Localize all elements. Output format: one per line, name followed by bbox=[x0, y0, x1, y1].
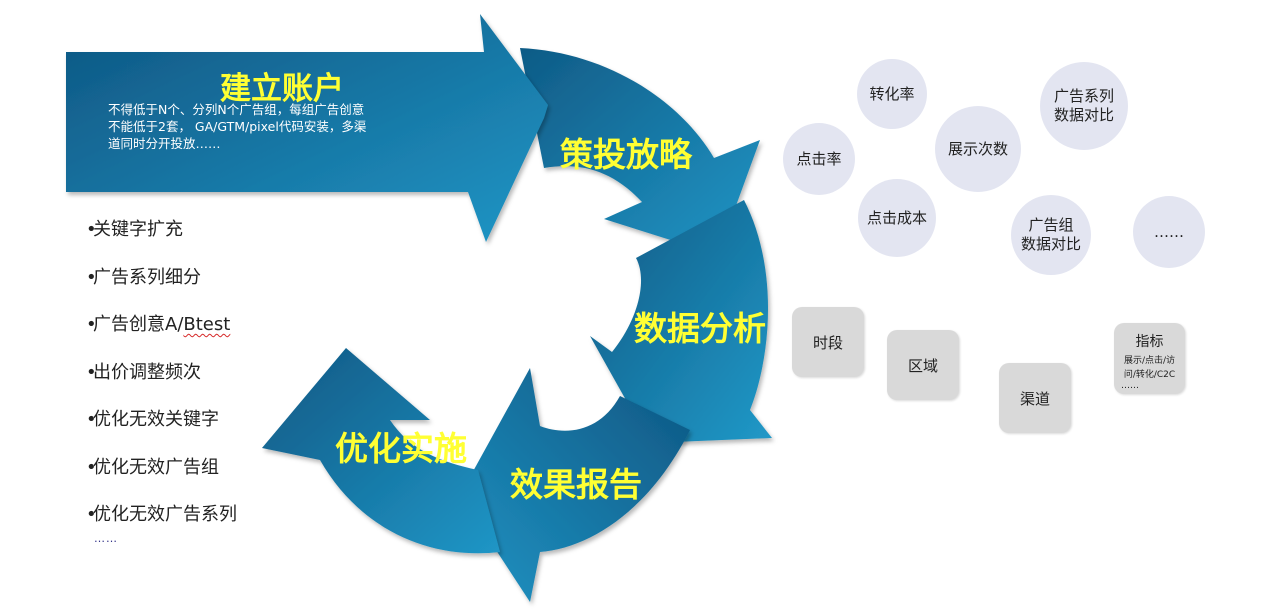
task-text: 出价调整频次 bbox=[93, 361, 201, 383]
task-text: 关键字扩充 bbox=[93, 219, 183, 240]
task-item: •优化无效关键字 bbox=[86, 409, 219, 430]
task-text: 优化无效广告组 bbox=[93, 456, 219, 478]
task-item: •关键字扩充 bbox=[86, 219, 183, 240]
indicator-title: 指标 bbox=[1135, 334, 1164, 350]
stage-optimize-label: 优化实施 bbox=[335, 429, 467, 468]
task-item: •广告创意A/Btest bbox=[86, 314, 231, 335]
metric-bubble-campaign-compare: 广告系列 数据对比 bbox=[1040, 62, 1128, 150]
task-list-more: …… bbox=[94, 532, 118, 545]
indicator-detail: 展示/点击/访 问/转化/C2C bbox=[1123, 356, 1176, 380]
dimension-box-indicator: 指标 展示/点击/访 问/转化/C2C …… bbox=[1114, 323, 1185, 394]
stage-analysis-label: 数据分析 bbox=[634, 309, 766, 348]
spellcheck-flagged-text: Btest bbox=[183, 314, 231, 335]
cycle-arrow-optimize bbox=[262, 348, 500, 554]
setup-banner-arrow bbox=[66, 14, 548, 242]
indicator-more: …… bbox=[1121, 381, 1139, 391]
optimization-task-list: •关键字扩充 •广告系列细分 •广告创意A/Btest •出价调整频次 •优化无… bbox=[86, 216, 237, 549]
metric-bubble-impressions: 展示次数 bbox=[935, 106, 1021, 192]
metric-bubble-more: …… bbox=[1133, 196, 1205, 268]
setup-title: 建立账户 bbox=[220, 71, 344, 107]
dimension-box-region: 区域 bbox=[887, 330, 959, 400]
metric-bubble-conversion: 转化率 bbox=[857, 59, 927, 129]
task-text: 优化无效广告系列 bbox=[93, 504, 237, 525]
task-item: •出价调整频次 bbox=[86, 361, 201, 383]
task-text: 优化无效关键字 bbox=[93, 409, 219, 430]
cycle-arrow-analysis bbox=[590, 200, 772, 443]
task-item: •广告系列细分 bbox=[86, 266, 201, 288]
metric-bubble-cpc: 点击成本 bbox=[858, 179, 936, 257]
cycle-arrow-report bbox=[460, 368, 690, 602]
cycle-arrow-strategy bbox=[520, 48, 760, 255]
setup-description: 不得低于N个、分列N个广告组，每组广告创意 不能低于2套， GA/GTM/pix… bbox=[108, 102, 367, 151]
task-item: •优化无效广告组 bbox=[86, 456, 219, 478]
dimension-box-time: 时段 bbox=[792, 307, 864, 377]
task-text: 广告创意A/ bbox=[93, 314, 184, 335]
dimension-box-channel: 渠道 bbox=[999, 363, 1071, 433]
task-text: 广告系列细分 bbox=[93, 266, 201, 288]
stage-report-label: 效果报告 bbox=[510, 465, 642, 504]
metric-bubble-adgroup-compare: 广告组 数据对比 bbox=[1011, 195, 1091, 275]
metric-bubble-ctr: 点击率 bbox=[783, 123, 855, 195]
task-item: •优化无效广告系列 bbox=[86, 504, 237, 525]
stage-strategy-label: 策投放略 bbox=[560, 135, 693, 174]
